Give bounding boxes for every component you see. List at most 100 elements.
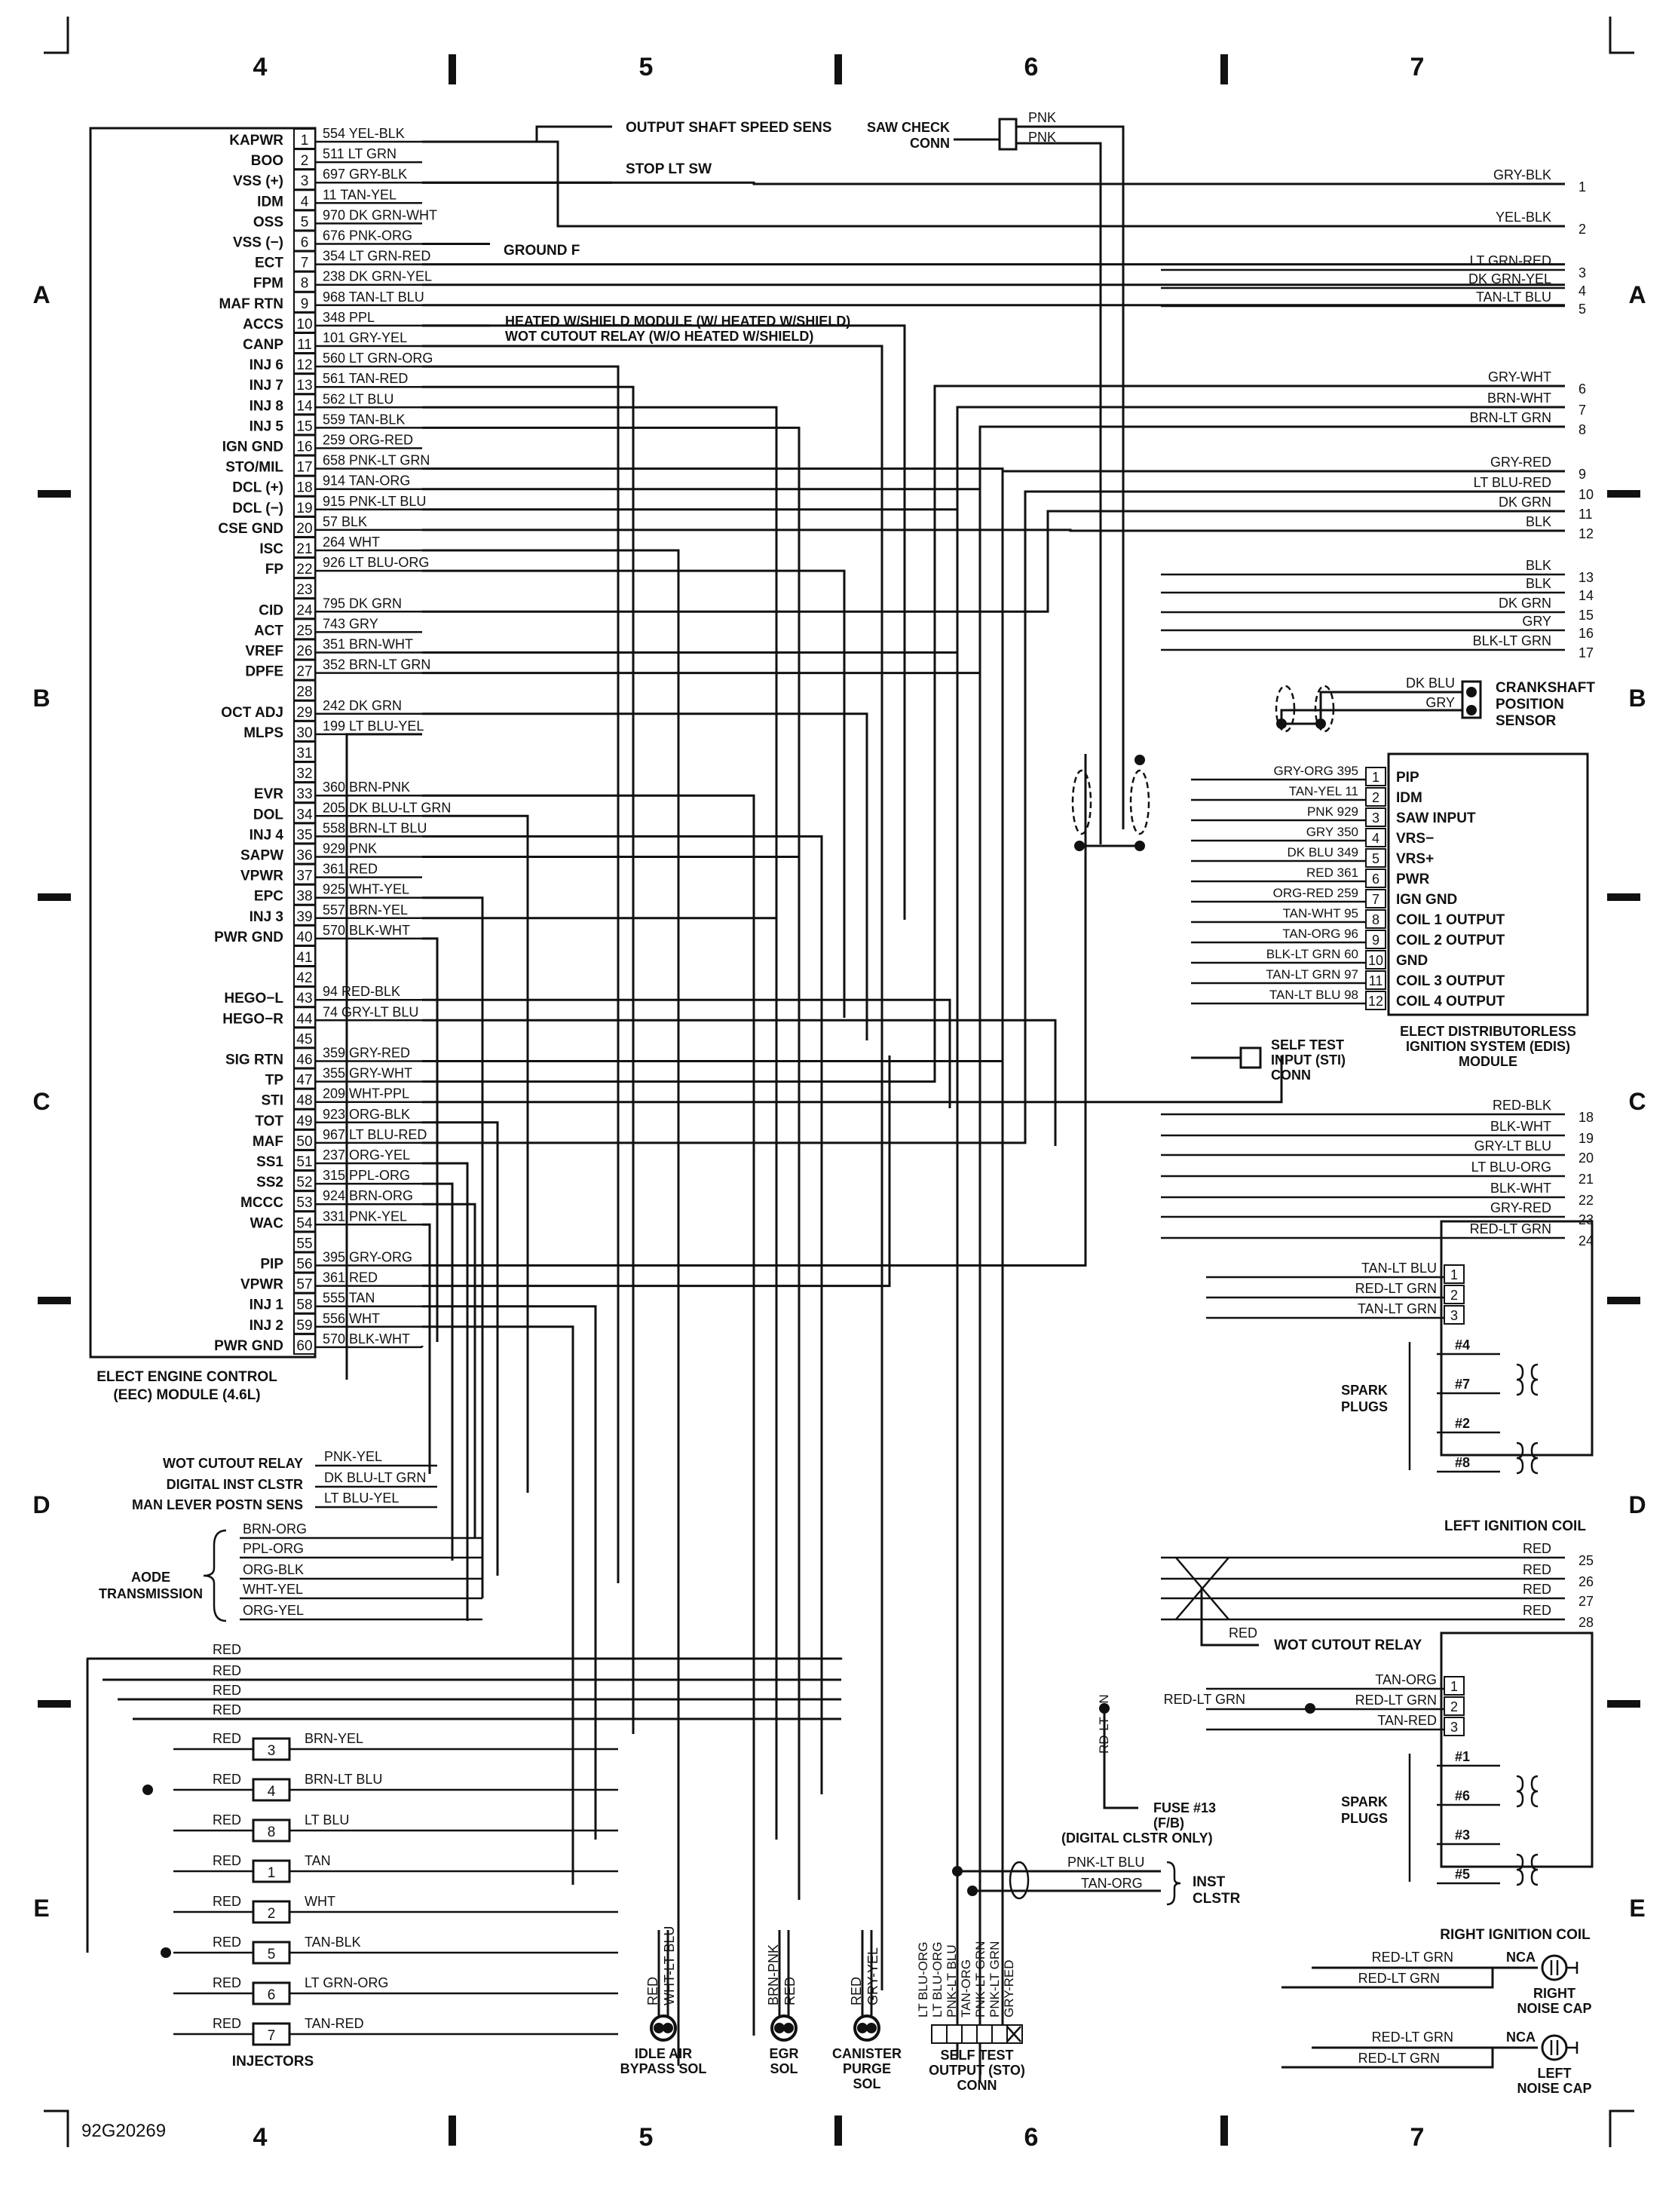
egr-sol-pin [783,2023,794,2033]
wire-drop [422,856,801,1131]
eec-pin-number: 12 [296,357,312,373]
edis-pin-label: SAW INPUT [1396,810,1476,826]
right-wire-color: RED [1523,1562,1551,1577]
eec-pin-number: 9 [301,296,309,312]
row-divider-right [1607,893,1640,901]
edis-pin-number: 7 [1372,892,1379,907]
column-divider-top [834,54,842,84]
wire-run-6 [422,384,1565,1083]
eec-pin-wire-label: 570 BLK-WHT [323,1331,410,1347]
left-ignition-coil-spark-label: SPARK [1341,1383,1388,1398]
sto-label: CONN [957,2078,997,2093]
right-noise-cap-cap [1541,1954,1568,1981]
eec-pin-wire-label: 570 BLK-WHT [323,923,410,938]
eec-pin-box [293,986,316,1008]
figure-id: 92G20269 [81,2121,166,2141]
eec-pin-box [293,332,316,354]
eec-pin-label: EPC [254,889,283,905]
eec-pin-wire-label: 559 TAN-BLK [323,412,405,427]
right-ignition-coil-title: RIGHT IGNITION COIL [1440,1927,1591,1943]
eec-pin-wire-label: 561 TAN-RED [323,371,408,386]
sti-connector [1239,1046,1262,1069]
edis-pin-box [1365,787,1386,807]
edis-pin-box [1365,930,1386,949]
right-wire-color: BLK [1526,558,1551,573]
left-noise-cap-label: LEFT [1538,2066,1572,2081]
eec-pin-wire-label: 238 DK GRN-YEL [323,269,432,284]
eec-pin-label: STI [261,1093,283,1109]
wot-relay-wire-line [1200,1588,1259,1647]
right-wire-color: LT BLU-ORG [1471,1160,1551,1175]
right-wire-color: GRY [1522,614,1551,629]
eec-pin-box [293,1129,316,1150]
column-label-top: 4 [253,53,268,81]
eec-pin-wire-label: 359 GRY-RED [323,1046,410,1061]
eec-pin-number: 48 [296,1093,312,1109]
injector-wire-label: LT BLU [305,1812,349,1828]
eec-pin-wire-label: 968 TAN-LT BLU [323,290,424,305]
eec-pin-box [293,1190,316,1212]
idle-air-bypass-sol-wire: WHT-LT BLU [662,1926,677,2005]
eec-pin-number: 26 [296,644,312,660]
right-ignition-coil-wire-label: TAN-RED [1377,1713,1437,1728]
eec-pin-wire-label: 970 DK GRN-WHT [323,207,437,222]
note-stop-lt-sw: STOP LT SW [626,161,712,177]
row-label-right: D [1628,1491,1646,1518]
edis-pin-number: 1 [1372,770,1379,785]
eec-pin-box [293,1108,316,1130]
canister-purge-sol-label: PURGE [843,2061,891,2076]
inst-clstr-label: INST [1193,1874,1226,1890]
eec-pin-box [293,353,316,375]
eec-pin-label: FP [265,562,284,578]
fuse-label: FUSE #13 [1153,1800,1216,1815]
edis-pin-wire: BLK-LT GRN 60 [1266,947,1358,961]
edis-pin-number: 2 [1372,790,1379,805]
injector-feed-label: RED [213,1975,241,1990]
left-ignition-coil-pin-number: 2 [1450,1288,1458,1303]
eec-pin-label: IGN GND [222,440,283,455]
eec-pin-number: 6 [301,235,309,251]
injector-number: 8 [268,1824,276,1840]
right-wire-color: RED [1523,1541,1551,1556]
eec-pin-number: 46 [296,1052,312,1068]
row-label-left: C [32,1088,50,1115]
eec-pin-number: 8 [301,276,309,292]
right-ignition-coil-pin-box [1444,1676,1465,1696]
column-label-bottom: 4 [253,2123,268,2152]
left-ignition-coil-wire-label: RED-LT GRN [1355,1281,1437,1296]
edis-pin-number: 6 [1372,872,1379,887]
left-component-wire: DK BLU-LT GRN [324,1470,426,1485]
eec-pin-number: 11 [297,337,312,353]
injector-feed-label: RED [213,1772,241,1787]
right-ignition-coil-pin-number: 3 [1450,1720,1458,1735]
right-wire-color: RED-BLK [1493,1098,1551,1113]
edis-pin-wire: PNK 929 [1307,804,1358,819]
corner-bracket-tr [1609,17,1634,54]
eec-pin-number: 31 [296,746,312,761]
right-wire-color: GRY-BLK [1493,167,1551,182]
right-wire-number: 25 [1578,1553,1594,1568]
right-wire-color: BRN-WHT [1487,391,1551,406]
eec-pin-wire-label: 557 BRN-YEL [323,902,408,918]
edis-pin-box [1365,828,1386,847]
wire-run-2 [422,140,1565,228]
eec-pin-box [293,495,316,517]
eec-pin-wire-label: 199 LT BLU-YEL [323,718,424,734]
sto-wire-label: LT BLU-ORG [930,1942,945,2017]
eec-pin-wire-label: 315 PPL-ORG [323,1168,410,1183]
sto-cavity [976,2024,993,2044]
crankshaft-wire: DK BLU [1406,676,1455,691]
eec-pin-label: HEGO−L [224,991,283,1006]
left-ignition-coil-plug-number: #4 [1455,1337,1470,1353]
eec-pin-number: 52 [296,1175,312,1190]
splice-dot [967,1886,978,1896]
eec-pin-box [293,578,316,599]
row-label-right: A [1628,281,1646,308]
wire-drop [422,324,906,920]
edis-pin-box [1365,767,1386,786]
canister-purge-sol-pin [866,2023,877,2033]
injector-feed-label: RED [213,2016,241,2031]
